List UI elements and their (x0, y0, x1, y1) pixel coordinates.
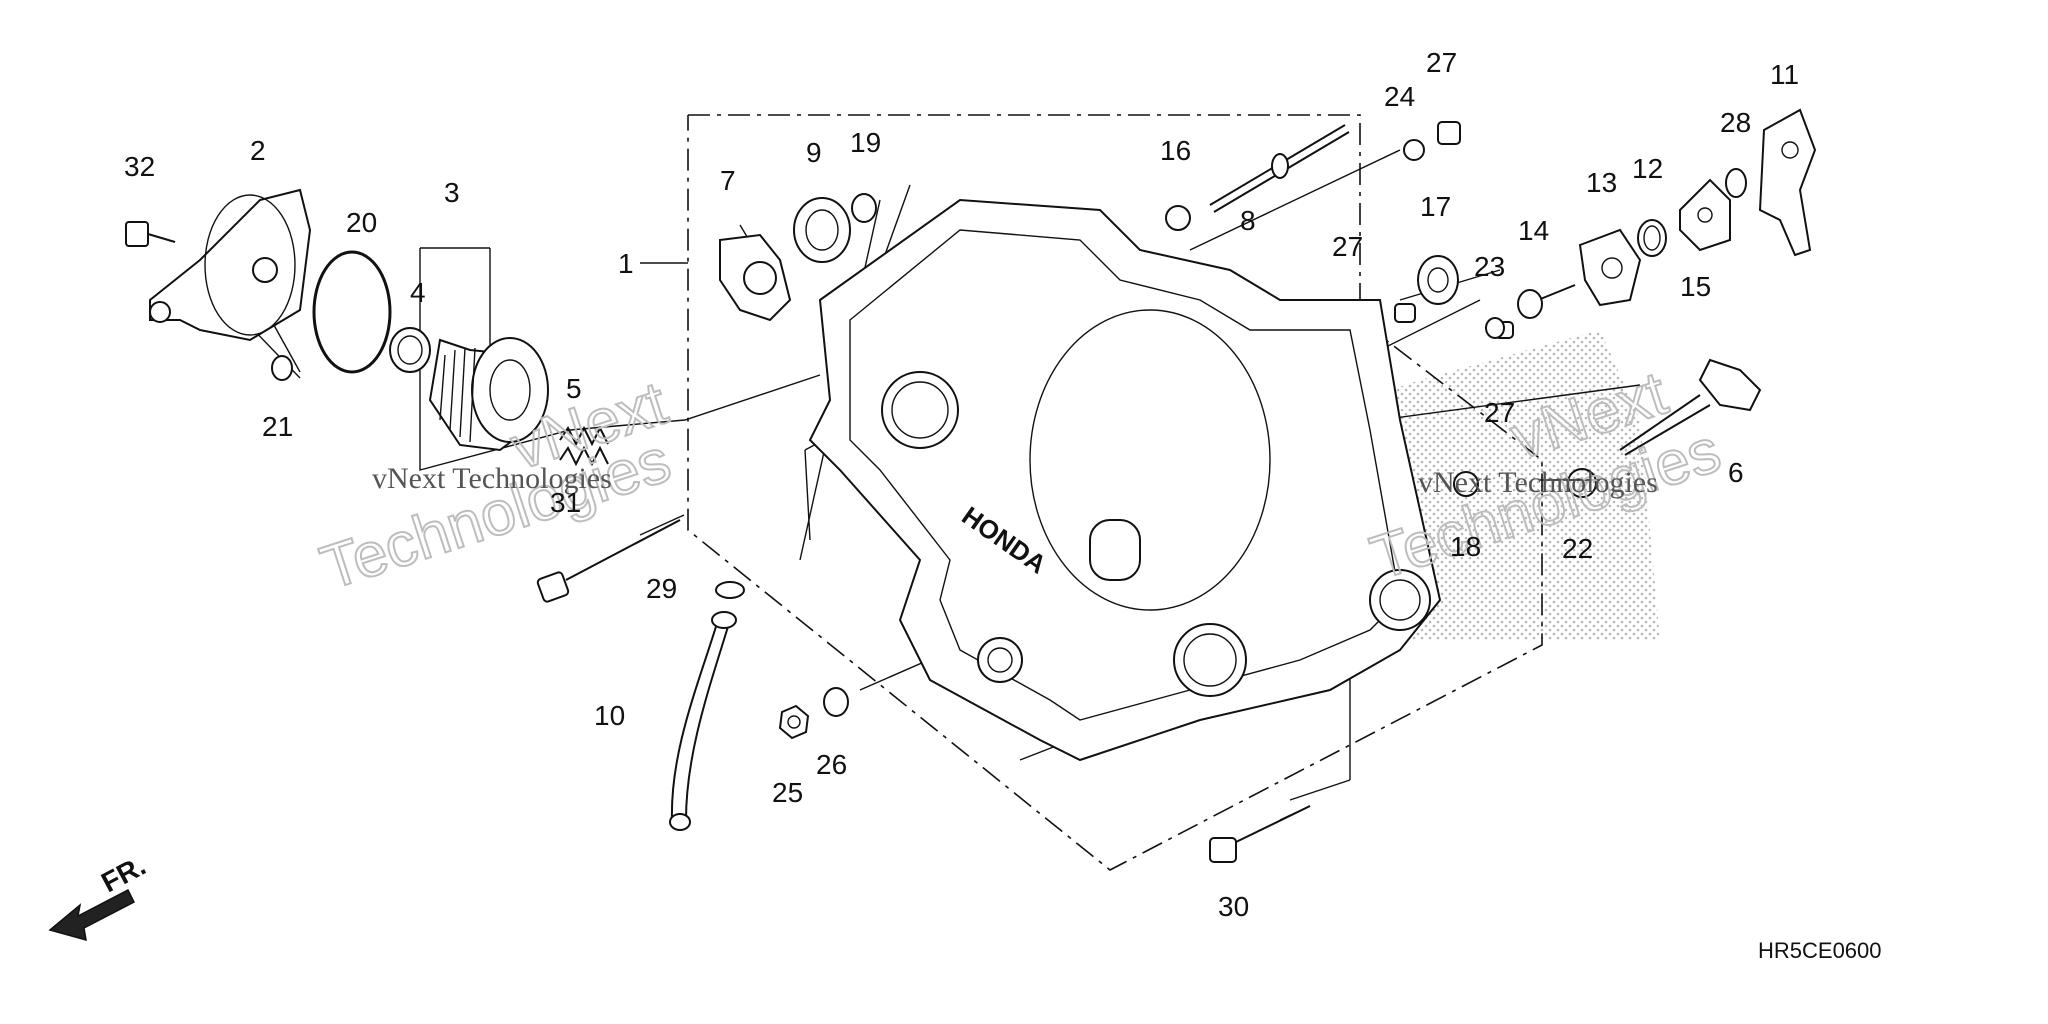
callout-9: 9 (806, 137, 822, 168)
hose-10 (669, 611, 737, 831)
callout-12: 12 (1632, 153, 1663, 184)
callout-2: 2 (250, 135, 266, 166)
seal-4 (389, 327, 431, 373)
callout-29: 29 (646, 573, 677, 604)
watermark-small-right: vNext Technologies (1418, 466, 1658, 499)
plate-15 (1679, 178, 1731, 252)
part-19 (851, 193, 877, 223)
washer-23b (1485, 317, 1505, 339)
bolt-30 (1209, 805, 1311, 863)
washer-24 (1403, 139, 1425, 161)
gear-13 (1578, 228, 1642, 307)
spring-12 (1637, 219, 1667, 257)
callout-5: 5 (566, 373, 582, 404)
bolt-14 (1517, 284, 1576, 319)
callout-14: 14 (1518, 215, 1549, 246)
callout-labels: 1 2 3 4 5 6 7 8 9 10 11 12 13 14 15 16 1… (124, 47, 1799, 922)
callout-6: 6 (1728, 457, 1744, 488)
callout-24: 24 (1384, 81, 1415, 112)
oil-filter-3 (428, 337, 549, 452)
front-label: FR. (96, 850, 150, 899)
assembly-outline (687, 114, 1543, 871)
shaft-8 (1209, 124, 1350, 213)
front-arrow: FR. (48, 850, 151, 942)
callout-23: 23 (1474, 251, 1505, 282)
oil-filter-cover (149, 188, 312, 342)
callout-30: 30 (1218, 891, 1249, 922)
callout-18: 18 (1450, 531, 1481, 562)
callout-32: 32 (124, 151, 155, 182)
bolt-31 (536, 514, 685, 603)
callout-1: 1 (618, 248, 634, 279)
seal-9 (793, 197, 851, 263)
callout-31: 31 (550, 487, 581, 518)
washer-16 (1165, 205, 1191, 231)
callout-10: 10 (594, 700, 625, 731)
washer-21 (271, 355, 293, 381)
callout-27-low: 27 (1484, 397, 1515, 428)
clip-29 (715, 581, 745, 599)
spring-5 (559, 425, 609, 467)
callout-11: 11 (1770, 59, 1799, 90)
callout-21: 21 (262, 411, 293, 442)
callout-4: 4 (410, 277, 426, 308)
bearing-17 (1417, 255, 1459, 305)
nut-25 (778, 704, 810, 740)
callout-26: 26 (816, 749, 847, 780)
bolt-32 (125, 221, 176, 247)
callout-27-top: 27 (1426, 47, 1457, 78)
callout-28: 28 (1720, 107, 1751, 138)
callout-15: 15 (1680, 271, 1711, 302)
dipstick-6 (1619, 358, 1762, 456)
callout-22: 22 (1562, 533, 1593, 564)
callout-3: 3 (444, 177, 460, 208)
watermark-line2-left: Technologies (313, 426, 679, 603)
part-7 (719, 233, 792, 322)
bracket-11 (1758, 108, 1817, 257)
collar-27b (1394, 303, 1416, 323)
callout-25: 25 (772, 777, 803, 808)
ring-28 (1725, 168, 1747, 198)
callout-27-mid: 27 (1332, 231, 1363, 262)
callout-8: 8 (1240, 205, 1256, 236)
callout-7: 7 (720, 165, 736, 196)
o-ring-20 (312, 250, 392, 374)
ring-22 (1567, 468, 1597, 498)
callout-16: 16 (1160, 135, 1191, 166)
callout-20: 20 (346, 207, 377, 238)
watermark-small-left: vNext Technologies (372, 462, 612, 495)
diagram-code: HR5CE0600 (1758, 938, 1882, 963)
callout-13: 13 (1586, 167, 1617, 198)
washer-26 (823, 687, 849, 717)
washer-18 (1453, 471, 1479, 497)
callout-17: 17 (1420, 191, 1451, 222)
collar-27a (1437, 121, 1461, 145)
crankcase-cover: HONDA (808, 198, 1442, 762)
callout-19: 19 (850, 127, 881, 158)
